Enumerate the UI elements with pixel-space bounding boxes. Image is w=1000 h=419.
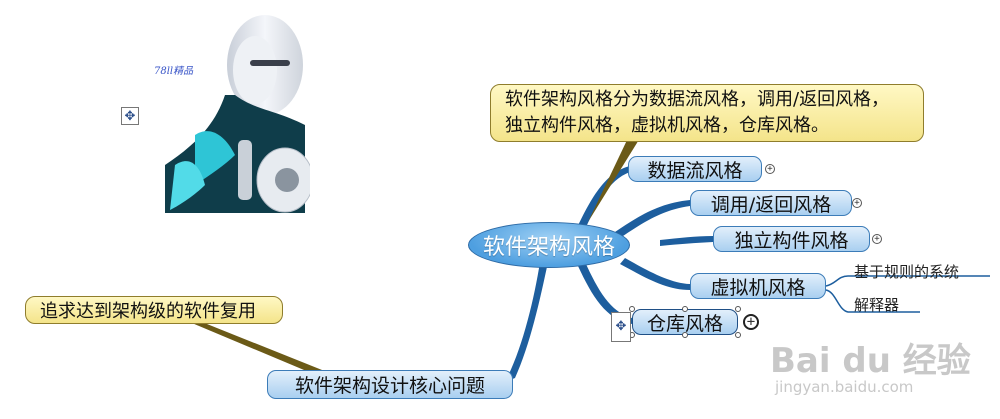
callout-left-label: 追求达到架构级的软件复用 <box>40 301 256 322</box>
topic-vm[interactable]: 虚拟机风格 <box>690 273 826 299</box>
topic-repository-label: 仓库风格 <box>646 312 723 335</box>
selection-handle[interactable] <box>682 306 688 312</box>
callout-top-line1: 软件架构风格分为数据流风格，调用/返回风格， <box>505 89 890 110</box>
topic-vm-label: 虚拟机风格 <box>710 276 806 299</box>
connector-repository <box>578 262 632 324</box>
callout-top-line2: 独立构件风格，虚拟机风格，仓库风格。 <box>505 115 829 136</box>
topic-independent[interactable]: 独立构件风格 <box>713 226 870 252</box>
image-signature: 78ll精品 <box>154 66 194 77</box>
callout-left[interactable]: 追求达到架构级的软件复用 <box>25 296 283 324</box>
central-topic[interactable]: 软件架构风格 <box>468 222 630 268</box>
watermark-url: jingyan.baidu.com <box>775 378 914 396</box>
move-handle-icon[interactable]: ✥ <box>611 312 631 342</box>
selection-handle[interactable] <box>682 332 688 338</box>
robot-image <box>155 15 310 213</box>
selection-handle[interactable] <box>629 306 635 312</box>
vm-child-interpreter[interactable]: 解释器 <box>854 296 900 314</box>
central-topic-label: 软件架构风格 <box>482 235 615 260</box>
vm-child-rule-system[interactable]: 基于规则的系统 <box>854 263 960 281</box>
topic-dataflow[interactable]: 数据流风格 <box>628 156 762 182</box>
connector-independent <box>660 236 713 246</box>
topic-dataflow-label: 数据流风格 <box>647 159 743 182</box>
topic-independent-label: 独立构件风格 <box>734 229 849 252</box>
expand-independent-icon[interactable]: + <box>872 234 882 244</box>
selection-handle[interactable] <box>735 306 741 312</box>
callout-left-pointer <box>180 318 342 383</box>
topic-core-issue-label: 软件架构设计核心问题 <box>294 375 485 397</box>
topic-callreturn-label: 调用/返回风格 <box>710 193 832 216</box>
topic-callreturn[interactable]: 调用/返回风格 <box>690 190 852 216</box>
expand-dataflow-icon[interactable]: + <box>765 164 775 174</box>
watermark-logo: Bai du 经验 <box>770 341 971 381</box>
connector-core <box>505 262 548 382</box>
callout-top-pointer <box>588 138 640 222</box>
move-handle-icon[interactable]: ✥ <box>121 107 139 125</box>
connector-callreturn <box>615 200 690 238</box>
expand-repository-icon[interactable]: + <box>743 314 759 330</box>
callout-top[interactable]: 软件架构风格分为数据流风格，调用/返回风格， 独立构件风格，虚拟机风格，仓库风格… <box>490 84 924 142</box>
selection-handle[interactable] <box>735 332 741 338</box>
connector-vm <box>620 258 690 290</box>
topic-core-issue[interactable]: 软件架构设计核心问题 <box>267 370 513 399</box>
expand-callreturn-icon[interactable]: + <box>852 198 862 208</box>
connector-dataflow <box>575 166 630 236</box>
